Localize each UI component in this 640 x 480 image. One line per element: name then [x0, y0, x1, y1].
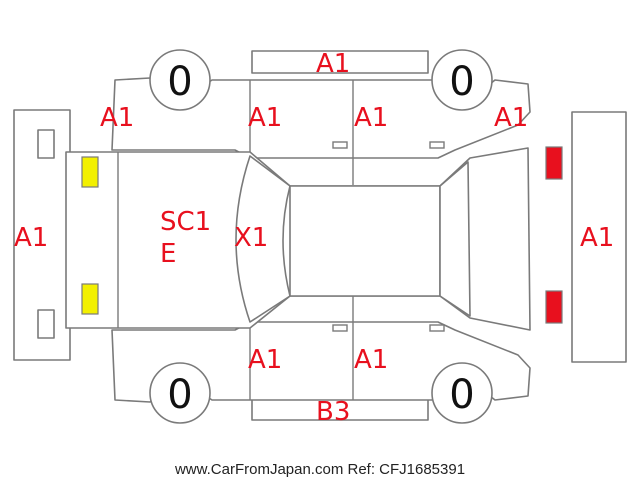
top-door-handle-front	[332, 141, 348, 149]
rear-left-lamp-icon	[545, 146, 563, 180]
code-right-side-sill: B3	[316, 397, 350, 427]
code-rear-left-fender: A1	[494, 103, 528, 133]
front-bumper-slot-top	[37, 129, 55, 159]
front-left-lamp-icon	[81, 156, 99, 188]
roof-panel	[289, 185, 441, 297]
code-rear-left-door: A1	[354, 103, 388, 133]
code-hood-line2: E	[160, 239, 176, 269]
front-bumper-slot-bottom	[37, 309, 55, 339]
tire-front-left-value: 0	[167, 59, 192, 105]
tire-rear-left-icon	[431, 49, 493, 111]
rear-right-lamp-icon	[545, 290, 563, 324]
code-rear-right-door: A1	[354, 345, 388, 375]
code-front-left-door: A1	[248, 103, 282, 133]
tire-rear-left-value: 0	[449, 59, 474, 105]
code-windshield: X1	[234, 223, 268, 253]
tire-front-left-icon	[149, 49, 211, 111]
code-rear-bumper: A1	[580, 223, 614, 253]
tire-rear-right-icon	[431, 362, 493, 424]
windshield	[235, 155, 291, 323]
bottom-door-handle-front	[332, 324, 348, 332]
rear-bumper-panel	[571, 111, 627, 363]
rear-window	[439, 161, 471, 317]
footer-reference: www.CarFromJapan.com Ref: CFJ1685391	[174, 461, 465, 478]
tire-front-right-value: 0	[167, 372, 192, 418]
code-front-right-door: A1	[248, 345, 282, 375]
code-front-left-fender: A1	[100, 103, 134, 133]
damage-code-layer: A1 A1 A1 A1 A1 A1 SC1 E X1 A1 A1 A1 B3	[14, 49, 614, 427]
left-sill-panel	[251, 50, 429, 74]
code-front-bumper: A1	[14, 223, 48, 253]
tire-rear-right-value: 0	[449, 372, 474, 418]
top-door-handle-rear	[429, 141, 445, 149]
bottom-door-handle-rear	[429, 324, 445, 332]
code-hood-line1: SC1	[160, 207, 211, 237]
tire-front-right-icon	[149, 362, 211, 424]
front-right-lamp-icon	[81, 283, 99, 315]
code-left-side-sill: A1	[316, 49, 350, 79]
